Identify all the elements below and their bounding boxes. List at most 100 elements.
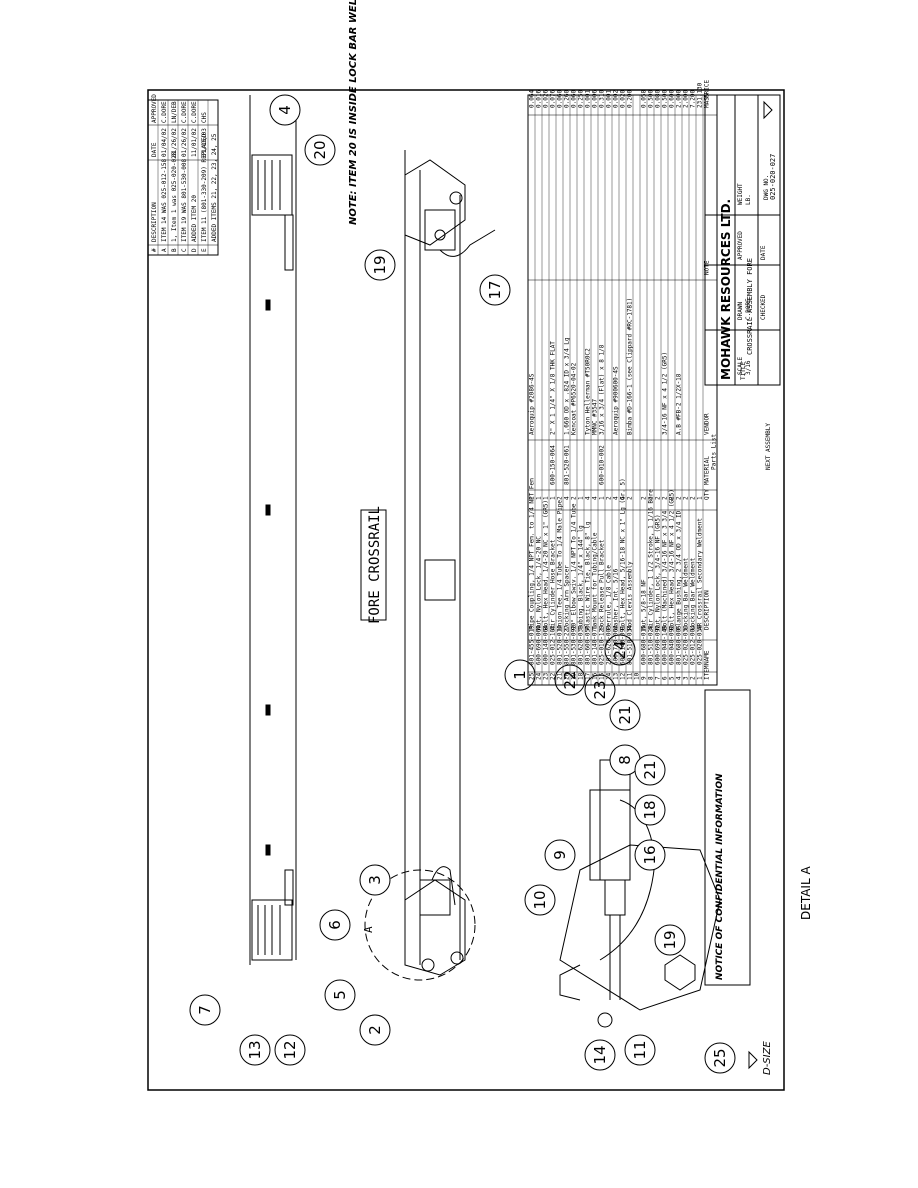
item-balloon bbox=[304, 134, 336, 166]
revision-cell-date: 01/26/02 bbox=[171, 128, 178, 157]
parts-cell-name: 801-510-034 bbox=[627, 625, 634, 665]
parts-cell-item: 23 bbox=[543, 672, 550, 680]
parts-cell-desc: Bolt, Hex Head, 5/16-18 NC x 1" Lg (Gr. … bbox=[620, 478, 627, 630]
parts-cell-desc: Tubing, Black, 1/4" x 144" lg bbox=[578, 525, 585, 630]
parts-cell-vendor: Aeroquip #900600-4S bbox=[613, 366, 620, 435]
item-balloon-number: 3 bbox=[366, 875, 384, 885]
parts-cell-item: 11 bbox=[627, 672, 634, 680]
parts-header-cell: NAME bbox=[704, 650, 711, 665]
parts-cell-desc: 90° Elbow Swiv. 1/4 NPT To 1/4 Tube bbox=[571, 503, 578, 630]
parts-header-cell: NOTE bbox=[704, 260, 711, 275]
parts-cell-qty: 2 bbox=[648, 496, 655, 500]
revision-triangle-icon bbox=[748, 1050, 758, 1070]
parts-cell-desc: Rod Clevis Assembly bbox=[627, 561, 634, 630]
parts-cell-mass: 0.060 bbox=[571, 90, 578, 108]
revision-cell-rev: C bbox=[181, 248, 188, 252]
item-balloon bbox=[269, 94, 301, 126]
parts-cell-item: 8 bbox=[648, 676, 655, 680]
dwg-no-label: DWG NO. bbox=[763, 175, 770, 200]
parts-cell-item: 17 bbox=[585, 672, 592, 680]
note-text: NOTE: ITEM 20 IS INSIDE LOCK BAR WELDMEN… bbox=[348, 0, 359, 225]
item-balloon-number: 19 bbox=[661, 930, 679, 949]
parts-cell-item: 2 bbox=[690, 676, 697, 680]
drawn-value: C.DORE bbox=[745, 298, 752, 320]
parts-cell-mass: 0.080 bbox=[655, 90, 662, 108]
parts-header-cell: DESCRIPTION bbox=[704, 590, 711, 630]
parts-header-cell: QTY bbox=[704, 489, 711, 500]
parts-cell-item: 12 bbox=[620, 672, 627, 680]
parts-cell-desc: Bolt, Hex Head, 1/4-20 NC x 1" (GR5) bbox=[543, 500, 550, 630]
item-balloon-number: 6 bbox=[326, 920, 344, 930]
revision-cell-rev: D bbox=[191, 248, 198, 252]
scale-value: 3/16 bbox=[745, 360, 752, 375]
item-balloon-number: 9 bbox=[551, 850, 569, 860]
company-name: MOHAWK RESOURCES LTD. bbox=[719, 199, 733, 380]
title-field-value: CROSSRAIL ASSEMBLY FORE bbox=[746, 258, 754, 355]
parts-cell-name: 600-690-092 bbox=[655, 625, 662, 665]
parts-cell-item: 20 bbox=[564, 672, 571, 680]
parts-cell-item: 4 bbox=[676, 676, 683, 680]
item-balloon bbox=[359, 1014, 391, 1046]
parts-cell-name: 025-012-103 bbox=[550, 625, 557, 665]
revision-cell-rev: B bbox=[171, 248, 178, 252]
title-block bbox=[704, 94, 781, 386]
parts-cell-desc: Bolt, Hex Head, 3/4-16 NF x 4 1/2 (GR5) bbox=[669, 489, 676, 630]
parts-cell-qty: 2 bbox=[655, 496, 662, 500]
parts-header-cell: VENDOR bbox=[704, 413, 711, 435]
checked-label: CHECKED bbox=[760, 294, 767, 320]
parts-cell-mass: 0.001 bbox=[606, 90, 613, 108]
parts-cell-desc: Locking Bar Weldment bbox=[690, 557, 697, 630]
parts-cell-qty: 2 bbox=[641, 496, 648, 500]
sheet-size: D-SIZE bbox=[762, 1041, 773, 1075]
parts-cell-qty: 2 bbox=[683, 496, 690, 500]
parts-cell-item: 24 bbox=[536, 672, 543, 680]
item-balloon-number: 7 bbox=[196, 1005, 214, 1015]
item-balloon-number: 13 bbox=[246, 1040, 264, 1059]
parts-cell-desc: Air Cylinder Hose Bracket bbox=[550, 539, 557, 630]
parts-cell-mass: 0.006 bbox=[592, 90, 599, 108]
item-balloon-number: 25 bbox=[711, 1048, 729, 1067]
parts-cell-desc: Locking Bar Weldment bbox=[683, 557, 690, 630]
item-balloon-number: 10 bbox=[531, 890, 549, 909]
parts-cell-desc: Bolt (Machined) 3/4-16 NF x 3 3/4 bbox=[662, 510, 669, 630]
item-balloon bbox=[609, 699, 641, 731]
item-balloon bbox=[364, 249, 396, 281]
revision-cell-desc: ITEM 19 WAS 801-530-008 bbox=[181, 159, 188, 242]
item-balloon bbox=[634, 754, 666, 786]
item-balloon-number: 1 bbox=[511, 670, 529, 680]
parts-cell-item: 1 bbox=[697, 676, 704, 680]
parts-cell-name: 801-510-028 bbox=[648, 625, 655, 665]
revision-cell-date: 11/01/02 bbox=[191, 128, 198, 157]
parts-cell-qty: 1 bbox=[599, 496, 606, 500]
item-balloon bbox=[189, 994, 221, 1026]
confidential-heading: NOTICE OF CONFIDENTIAL INFORMATION bbox=[715, 773, 725, 980]
item-balloon-number: 21 bbox=[616, 705, 634, 724]
parts-cell-name: 025-012-004 bbox=[690, 625, 697, 665]
item-balloon bbox=[479, 274, 511, 306]
parts-cell-desc: Flange Bushing, 2 3/4 OD x 3/4 ID bbox=[676, 510, 683, 630]
parts-cell-mass: 0.002 bbox=[613, 90, 620, 108]
revision-cell-by: APPROVED bbox=[151, 94, 158, 123]
parts-cell-qty: 2 bbox=[571, 496, 578, 500]
item-balloon-number: 17 bbox=[486, 280, 504, 299]
parts-cell-mass: 2.000 bbox=[683, 90, 690, 108]
revision-cell-rev: # bbox=[151, 248, 158, 252]
item-balloon-number: 23 bbox=[591, 680, 609, 699]
parts-cell-desc: Pipe Coupling, 1/4 NPT Fem. to 1/4 NPT F… bbox=[529, 478, 536, 630]
revision-cell-desc: 1, Item 1 was 025-020-028 bbox=[171, 151, 178, 242]
parts-cell-name: 600-140-064 bbox=[543, 625, 550, 665]
parts-cell-qty: 4 bbox=[613, 496, 620, 500]
parts-cell-qty: 2 bbox=[676, 496, 683, 500]
parts-cell-desc: Locking Arm Spacer bbox=[564, 565, 571, 630]
parts-cell-desc: Union Tee, 1/4 Tube To 1/4 Male Pipe bbox=[557, 500, 564, 630]
item-balloon bbox=[274, 1034, 306, 1066]
parts-cell-name: 600-710-063 bbox=[613, 625, 620, 665]
item-balloon-number: 14 bbox=[591, 1045, 609, 1064]
approved-label: APPROVED bbox=[737, 231, 744, 260]
item-balloon-number: 19 bbox=[371, 255, 389, 274]
parts-cell-name: 025-020-030 bbox=[683, 625, 690, 665]
revision-cell-by: LN/DEB bbox=[171, 101, 178, 123]
date-label: DATE bbox=[760, 245, 767, 260]
item-balloon bbox=[654, 924, 686, 956]
